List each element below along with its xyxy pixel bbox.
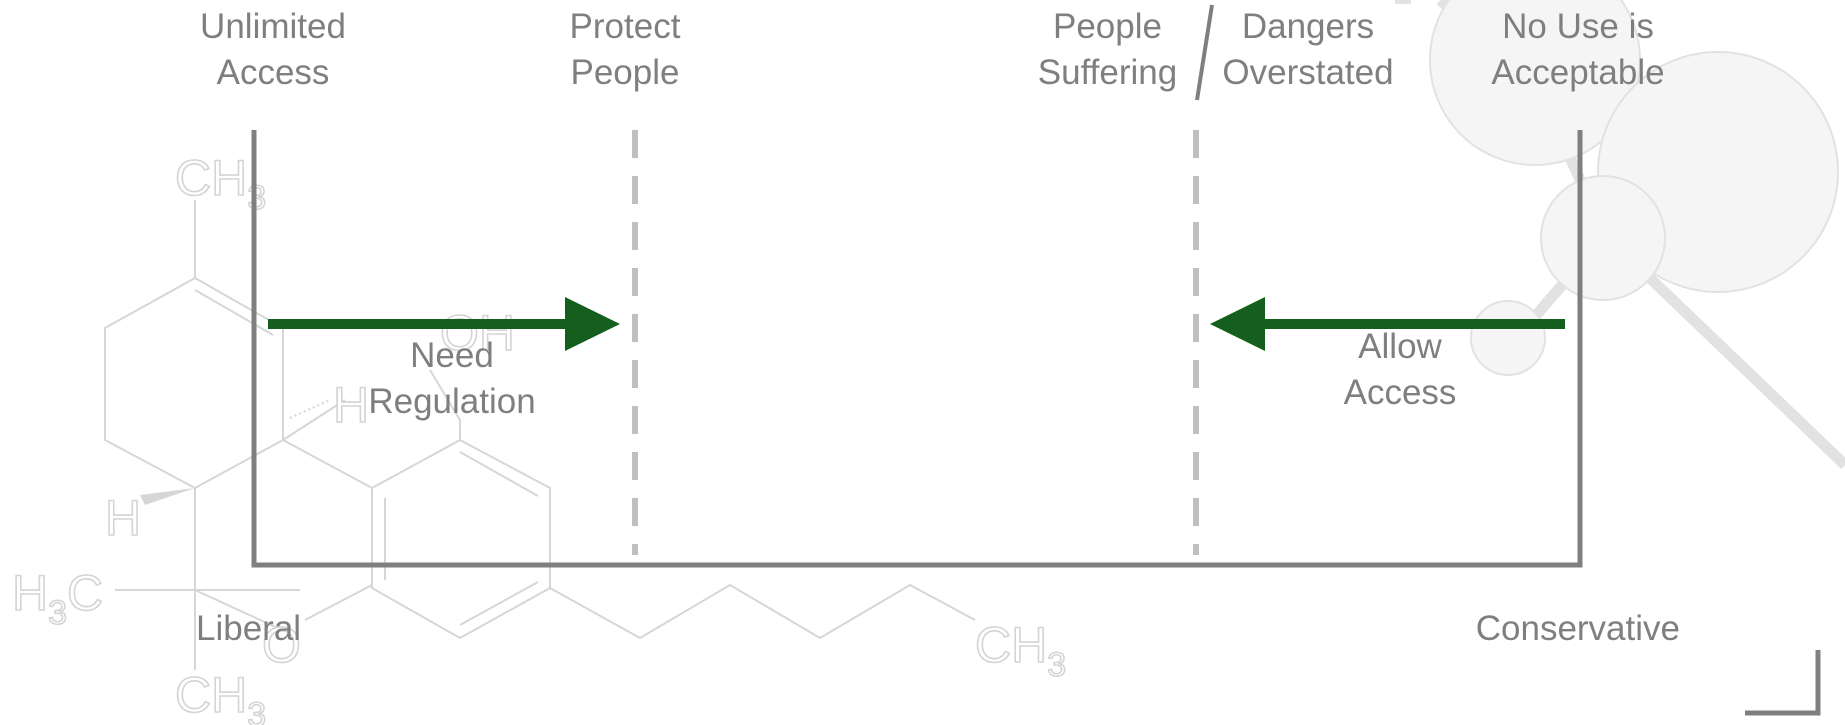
label-unlimited-access-line1: Unlimited — [200, 7, 346, 46]
label-allow-access-line1: Allow — [1358, 327, 1442, 366]
ch3-right-label: CH3 — [975, 617, 1066, 684]
label-need-regulation: Need Regulation — [362, 333, 542, 425]
molecule-model-decoration — [1395, 0, 1845, 469]
label-protect-people: Protect People — [545, 4, 705, 96]
label-people-suffering: People Suffering — [1030, 4, 1185, 96]
corner-mark — [1745, 650, 1821, 716]
thc-atom-labels: CH3 OH H H H3C O CH3 CH3 — [11, 149, 1067, 725]
label-protect-people-line2: People — [570, 53, 680, 92]
ch3-bottom-label: CH3 — [175, 667, 266, 725]
thc-structure-decoration — [104, 200, 976, 670]
label-unlimited-access-line2: Access — [216, 53, 330, 92]
slash-separator — [1195, 4, 1214, 101]
label-no-use-acceptable-line2: Acceptable — [1491, 53, 1665, 92]
label-no-use-acceptable: No Use is Acceptable — [1478, 4, 1678, 96]
arrow-allow-access — [1210, 297, 1565, 351]
label-need-regulation-line1: Need — [410, 336, 494, 375]
label-no-use-acceptable-line1: No Use is — [1502, 7, 1654, 46]
o-label: O — [262, 617, 301, 673]
axis-label-conservative: Conservative — [1475, 609, 1680, 648]
axis-label-liberal: Liberal — [196, 609, 302, 648]
label-people-suffering-line1: People — [1053, 7, 1162, 46]
h3c-label: H3C — [12, 565, 103, 632]
label-people-suffering-line2: Suffering — [1037, 53, 1178, 92]
label-allow-access: Allow Access — [1320, 324, 1480, 416]
label-need-regulation-line2: Regulation — [368, 382, 536, 421]
spectrum-bracket — [251, 130, 1583, 568]
oh-label: OH — [440, 305, 515, 361]
label-unlimited-access: Unlimited Access — [173, 4, 373, 96]
label-protect-people-line1: Protect — [569, 7, 681, 46]
label-dangers-overstated-line2: Overstated — [1222, 53, 1394, 92]
arrow-need-regulation — [268, 297, 620, 351]
h-upper-label: H — [333, 377, 369, 433]
label-dangers-overstated: Dangers Overstated — [1213, 4, 1403, 96]
h-lower-label: H — [105, 490, 141, 546]
label-allow-access-line2: Access — [1343, 373, 1457, 412]
label-dangers-overstated-line1: Dangers — [1241, 7, 1375, 46]
